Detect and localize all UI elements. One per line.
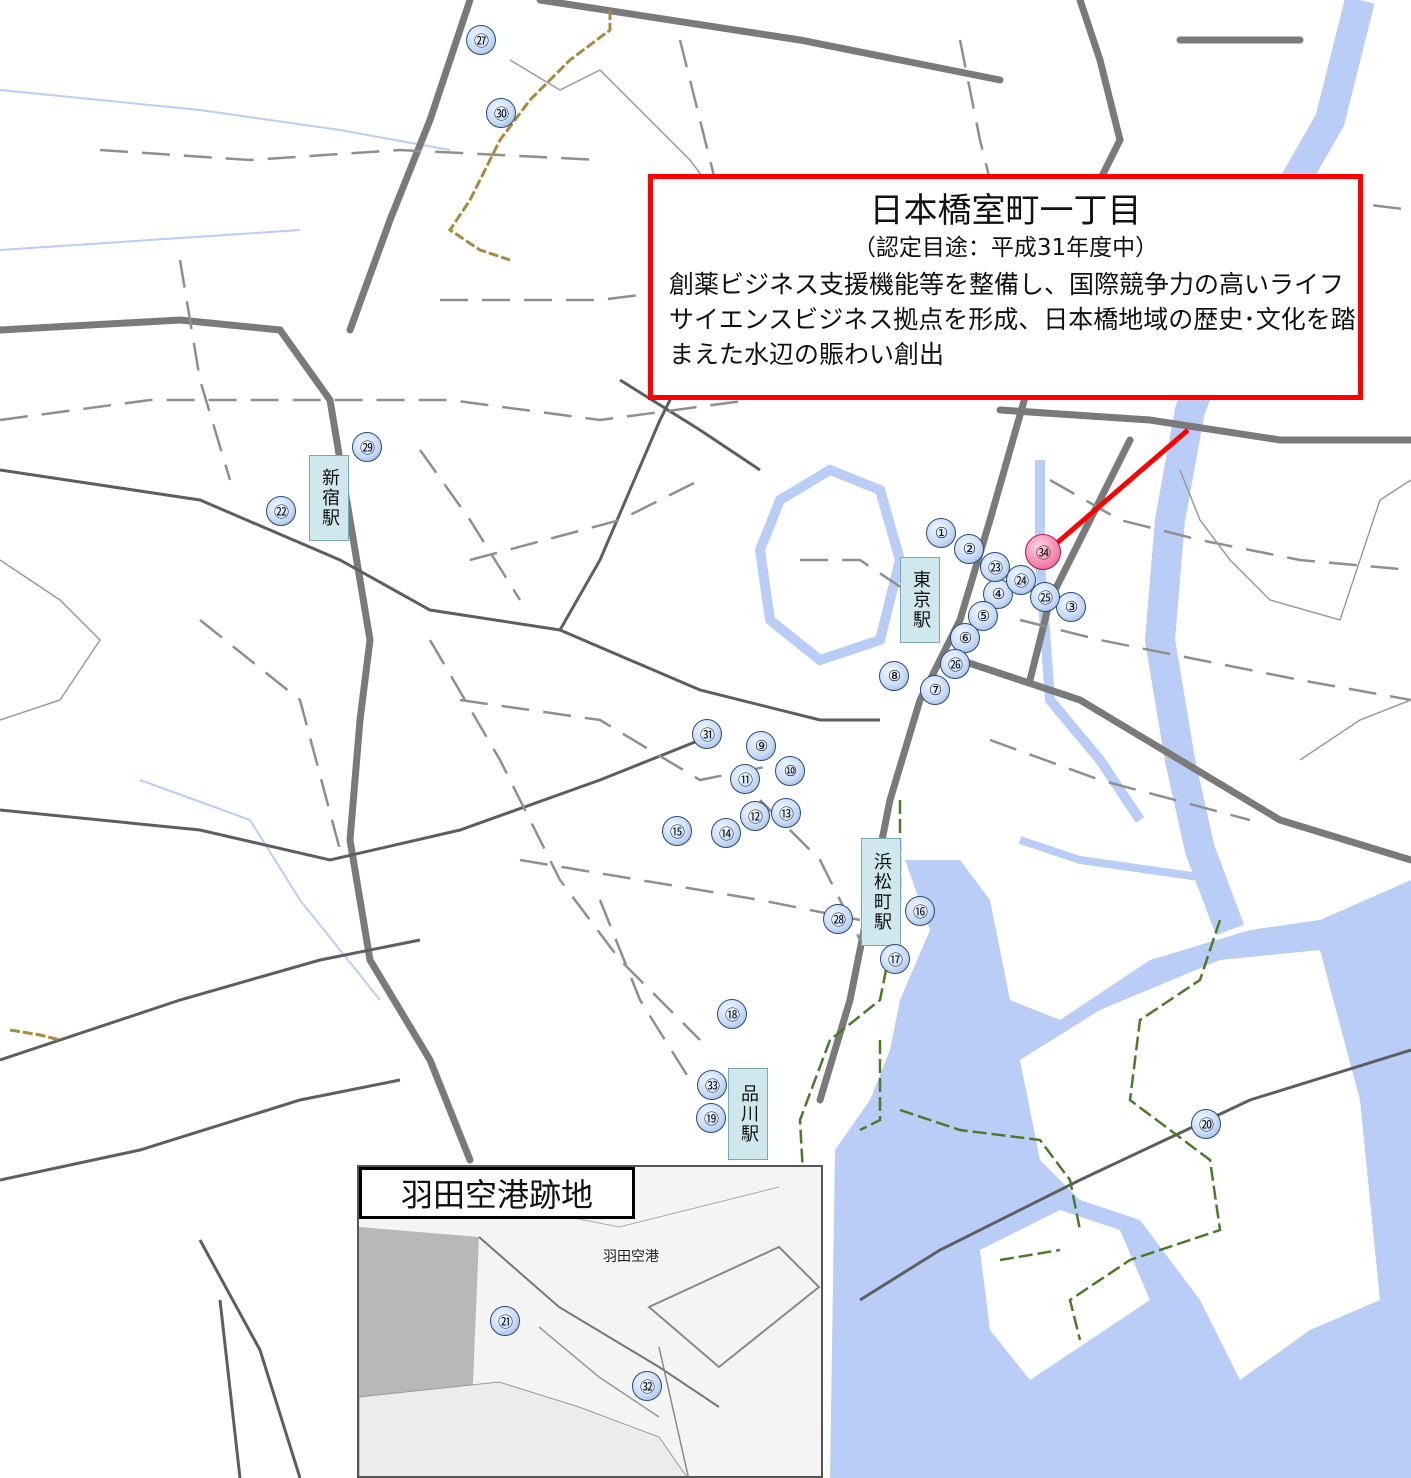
- site-marker-7[interactable]: ⑦: [920, 675, 950, 705]
- canal-2: [1018, 836, 1221, 884]
- site-marker-30[interactable]: ㉚: [486, 98, 516, 128]
- highways: [0, 0, 1411, 1164]
- site-marker-14[interactable]: ⑭: [711, 818, 741, 848]
- railways: [0, 199, 1411, 1478]
- site-marker-13[interactable]: ⑬: [771, 798, 801, 828]
- callout-subtitle: （認定目途：平成31年度中）: [852, 235, 1159, 261]
- site-marker-21[interactable]: ㉑: [490, 1306, 520, 1336]
- callout-body: 創薬ビジネス支援機能等を整備し、国際競争力の高いライフサイエンスビジネス拠点を形…: [669, 270, 1356, 369]
- callout-leader-line: [1048, 428, 1190, 551]
- site-marker-28[interactable]: ㉘: [823, 904, 853, 934]
- site-marker-22[interactable]: ㉒: [266, 496, 296, 526]
- inset-title: 羽田空港跡地: [359, 1167, 635, 1219]
- reclaimed-land-2: [980, 1210, 1150, 1380]
- site-marker-32[interactable]: ㉜: [632, 1371, 662, 1401]
- inset-airport-label: 羽田空港: [603, 1249, 659, 1265]
- site-marker-3[interactable]: ③: [1056, 592, 1086, 622]
- site-marker-25[interactable]: ㉕: [1030, 582, 1060, 612]
- site-marker-5[interactable]: ⑤: [968, 601, 998, 631]
- site-marker-29[interactable]: ㉙: [352, 432, 382, 462]
- site-marker-20[interactable]: ⑳: [1191, 1109, 1221, 1139]
- site-marker-15[interactable]: ⑮: [662, 816, 692, 846]
- site-marker-26[interactable]: ㉖: [940, 649, 970, 679]
- callout-title: 日本橋室町一丁目: [869, 191, 1142, 231]
- old-river-2: [9, 1028, 61, 1042]
- canal-1: [1035, 460, 1145, 823]
- site-marker-23[interactable]: ㉓: [980, 552, 1010, 582]
- station-tokyo[interactable]: 東京駅: [900, 557, 940, 643]
- thin-river: [0, 89, 451, 1001]
- site-marker-6[interactable]: ⑥: [950, 623, 980, 653]
- site-marker-33[interactable]: ㉝: [697, 1070, 727, 1100]
- site-marker-18[interactable]: ⑱: [717, 999, 747, 1029]
- site-marker-12[interactable]: ⑫: [740, 801, 770, 831]
- site-marker-9[interactable]: ⑨: [746, 731, 776, 761]
- site-marker-8[interactable]: ⑧: [879, 661, 909, 691]
- site-marker-16[interactable]: ⑯: [905, 896, 935, 926]
- site-marker-1[interactable]: ①: [926, 518, 956, 548]
- sumida-river: [1144, 0, 1375, 936]
- site-marker-17[interactable]: ⑰: [880, 944, 910, 974]
- old-river: [447, 10, 612, 262]
- station-shinagawa[interactable]: 品川駅: [728, 1068, 768, 1160]
- site-marker-11[interactable]: ⑪: [730, 764, 760, 794]
- site-marker-19[interactable]: ⑲: [696, 1103, 726, 1133]
- site-marker-31[interactable]: ㉛: [692, 719, 722, 749]
- station-hamamatsucho[interactable]: 浜松町駅: [861, 838, 901, 946]
- palace-moat: [754, 464, 906, 666]
- site-marker-10[interactable]: ⑩: [775, 756, 805, 786]
- reclaimed-land: [1020, 950, 1380, 1380]
- site-marker-34-highlighted[interactable]: ㉞: [1025, 534, 1061, 570]
- site-marker-2[interactable]: ②: [954, 534, 984, 564]
- site-marker-27[interactable]: ㉗: [466, 25, 496, 55]
- callout-box: 日本橋室町一丁目 （認定目途：平成31年度中） 創薬ビジネス支援機能等を整備し、…: [648, 174, 1363, 400]
- station-shinjuku[interactable]: 新宿駅: [309, 455, 349, 541]
